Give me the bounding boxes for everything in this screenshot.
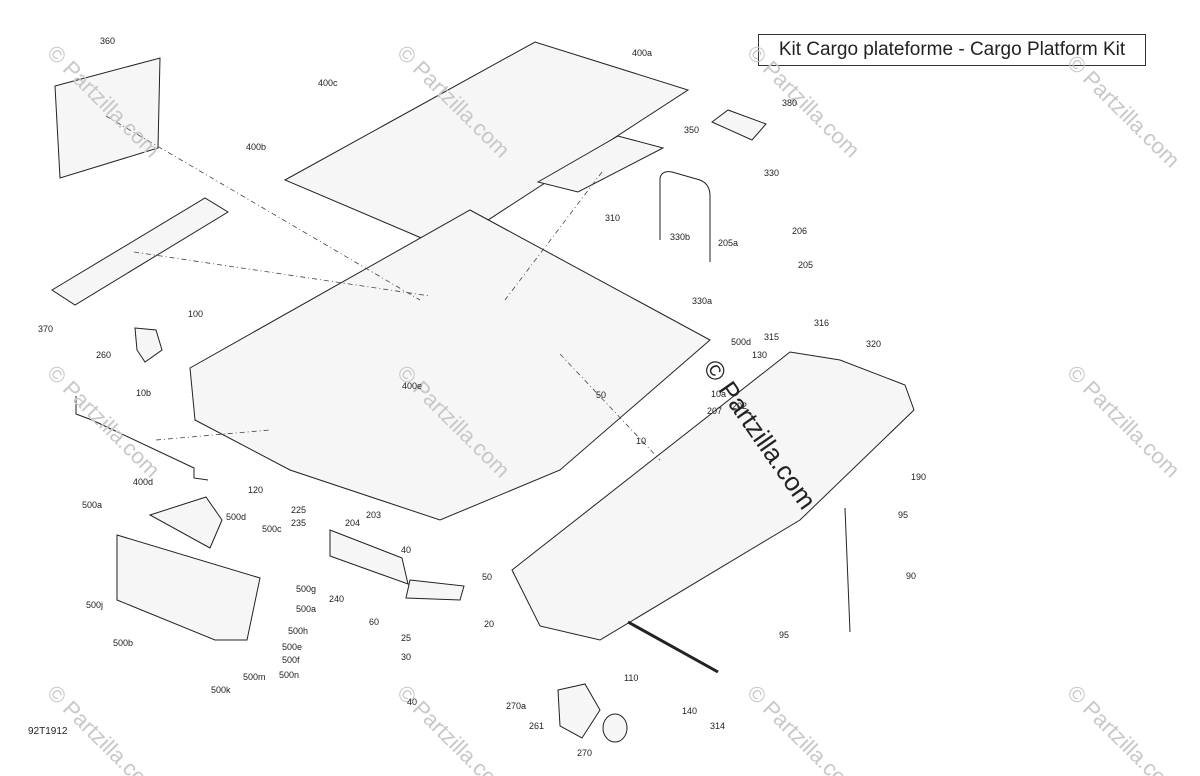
callout-label: 261 bbox=[529, 721, 545, 731]
callout-label: 95 bbox=[779, 630, 790, 640]
callout-label: 500n bbox=[279, 670, 300, 680]
callout-label: 270a bbox=[506, 701, 527, 711]
callout-label: 203 bbox=[366, 510, 382, 520]
callout-label: 40 bbox=[407, 697, 418, 707]
callout-label: 400b bbox=[246, 142, 267, 152]
part-side-panel bbox=[54, 57, 161, 179]
callout-label: 205 bbox=[798, 260, 814, 270]
callout-label: 130 bbox=[752, 350, 768, 360]
part-lamp-assembly bbox=[116, 534, 261, 641]
callout-label: 100 bbox=[188, 309, 204, 319]
callout-label: 330 bbox=[764, 168, 780, 178]
callout-label: 320 bbox=[866, 339, 882, 349]
part-rail-370 bbox=[51, 197, 229, 306]
callout-label: 500m bbox=[243, 672, 266, 682]
callout-label: 50 bbox=[596, 390, 607, 400]
callout-label: 500c bbox=[262, 524, 282, 534]
diagram-code: 92T1912 bbox=[28, 726, 68, 737]
callout-label: 330a bbox=[692, 296, 713, 306]
diagram-title: Kit Cargo plateforme - Cargo Platform Ki… bbox=[758, 34, 1146, 66]
callout-label: 316 bbox=[814, 318, 830, 328]
callout-label: 225 bbox=[291, 505, 307, 515]
callout-label: 400e bbox=[402, 381, 423, 391]
callout-label: 380 bbox=[782, 98, 798, 108]
callout-label: 400a bbox=[632, 48, 653, 58]
callout-label: 204 bbox=[345, 518, 361, 528]
callout-label: 205a bbox=[718, 238, 739, 248]
callout-label: 190 bbox=[911, 472, 927, 482]
callout-label: 110 bbox=[624, 673, 639, 683]
part-top-cover bbox=[283, 41, 690, 249]
callout-label: 206 bbox=[792, 226, 808, 236]
callout-label: 50 bbox=[482, 572, 493, 582]
callout-label: 202 bbox=[732, 401, 748, 411]
callout-label: 500d bbox=[226, 512, 247, 522]
callout-label: 500g bbox=[296, 584, 317, 594]
callout-label: 400c bbox=[318, 78, 338, 88]
callout-label: 60 bbox=[369, 617, 380, 627]
callout-label: 314 bbox=[710, 721, 726, 731]
callout-label: 315 bbox=[764, 332, 780, 342]
callout-label: 500f bbox=[282, 655, 300, 665]
callout-label: 310 bbox=[605, 213, 621, 223]
part-clamp-261 bbox=[557, 683, 601, 739]
callout-label: 500b bbox=[113, 638, 134, 648]
part-plate-60 bbox=[405, 579, 465, 601]
part-handle bbox=[659, 171, 711, 262]
callout-label: 500h bbox=[288, 626, 309, 636]
part-plate-400d bbox=[148, 496, 223, 549]
callout-label: 500a bbox=[296, 604, 317, 614]
callout-label: 500k bbox=[211, 685, 231, 695]
part-cargo-box bbox=[189, 209, 711, 521]
callout-label: 400d bbox=[133, 477, 154, 487]
callout-label: 350 bbox=[684, 125, 700, 135]
part-strap bbox=[75, 396, 209, 481]
part-bracket-380 bbox=[711, 109, 767, 141]
callout-label: 10 bbox=[636, 436, 647, 446]
callout-label: 270 bbox=[577, 748, 593, 758]
part-side-frame bbox=[511, 351, 915, 641]
callout-label: 500a bbox=[82, 500, 103, 510]
callout-label: 120 bbox=[248, 485, 264, 495]
callout-label: 207 bbox=[707, 406, 723, 416]
part-bracket-225 bbox=[329, 529, 409, 585]
part-bracket-260 bbox=[134, 327, 163, 363]
callout-label: 370 bbox=[38, 324, 54, 334]
callout-label: 40 bbox=[401, 545, 412, 555]
callout-label: 10a bbox=[711, 389, 727, 399]
part-rod bbox=[627, 620, 719, 674]
callout-label: 330b bbox=[670, 232, 691, 242]
callout-label: 260 bbox=[96, 350, 112, 360]
callout-label: 90 bbox=[906, 571, 917, 581]
callout-label: 500e bbox=[282, 642, 303, 652]
part-cap-270 bbox=[602, 713, 628, 743]
callout-label: 240 bbox=[329, 594, 345, 604]
callout-label: 235 bbox=[291, 518, 307, 528]
callout-label: 95 bbox=[898, 510, 909, 520]
callout-label: 500d bbox=[731, 337, 752, 347]
callout-label: 20 bbox=[484, 619, 495, 629]
callout-label: 30 bbox=[401, 652, 412, 662]
callout-label: 140 bbox=[682, 706, 698, 716]
part-strut bbox=[844, 507, 851, 633]
callout-label: 10b bbox=[136, 388, 152, 398]
callout-label: 360 bbox=[100, 36, 116, 46]
callout-label: 500j bbox=[86, 600, 104, 610]
part-pad bbox=[536, 135, 665, 193]
callout-label: 25 bbox=[401, 633, 412, 643]
